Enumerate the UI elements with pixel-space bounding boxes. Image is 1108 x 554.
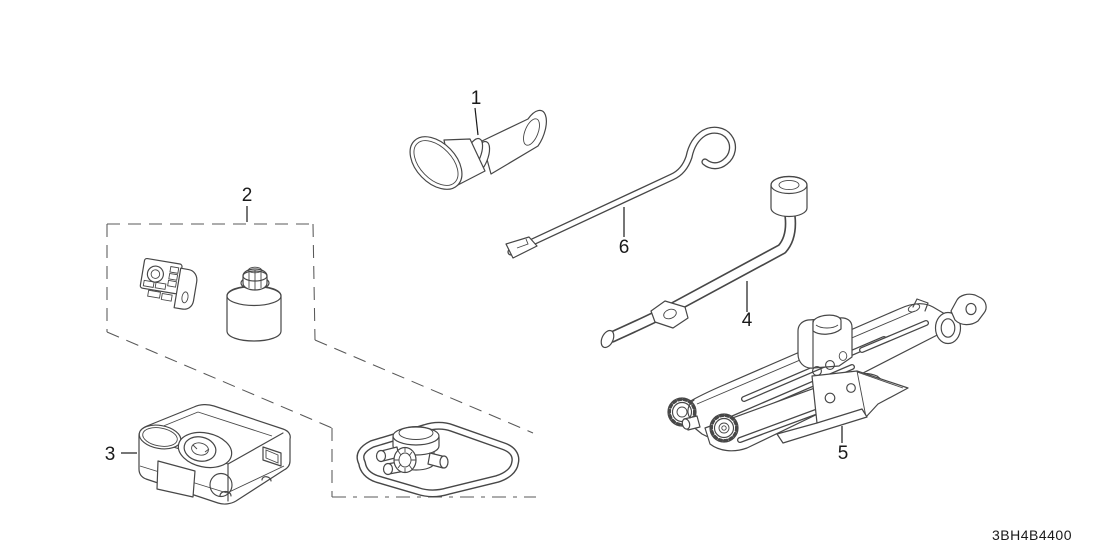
part-code: 3BH4B4400 (992, 527, 1072, 543)
callout-2-label: 2 (242, 185, 253, 206)
jack-handle-rod (505, 126, 737, 259)
jack-gear-wheels (667, 397, 739, 443)
tire-sealant-bottle (226, 266, 282, 342)
repair-kit-label-cards (139, 257, 198, 310)
callout-4-label: 4 (742, 310, 753, 331)
jack-screw-end (907, 293, 987, 345)
callout-3-label: 3 (105, 444, 116, 465)
scissor-jack (667, 293, 987, 452)
callouts: 1 2 3 4 5 6 (105, 88, 849, 465)
jack-base-bracket (776, 370, 909, 444)
filler-funnel (409, 109, 547, 190)
jack-saddle (797, 314, 853, 369)
callout-1-label: 1 (471, 88, 482, 109)
lug-wrench (600, 175, 808, 349)
inflation-hose-assembly (356, 421, 520, 498)
callout-1-leader (474, 107, 479, 136)
callout-5-label: 5 (838, 443, 849, 464)
air-compressor (138, 404, 291, 505)
callout-6-label: 6 (619, 237, 630, 258)
